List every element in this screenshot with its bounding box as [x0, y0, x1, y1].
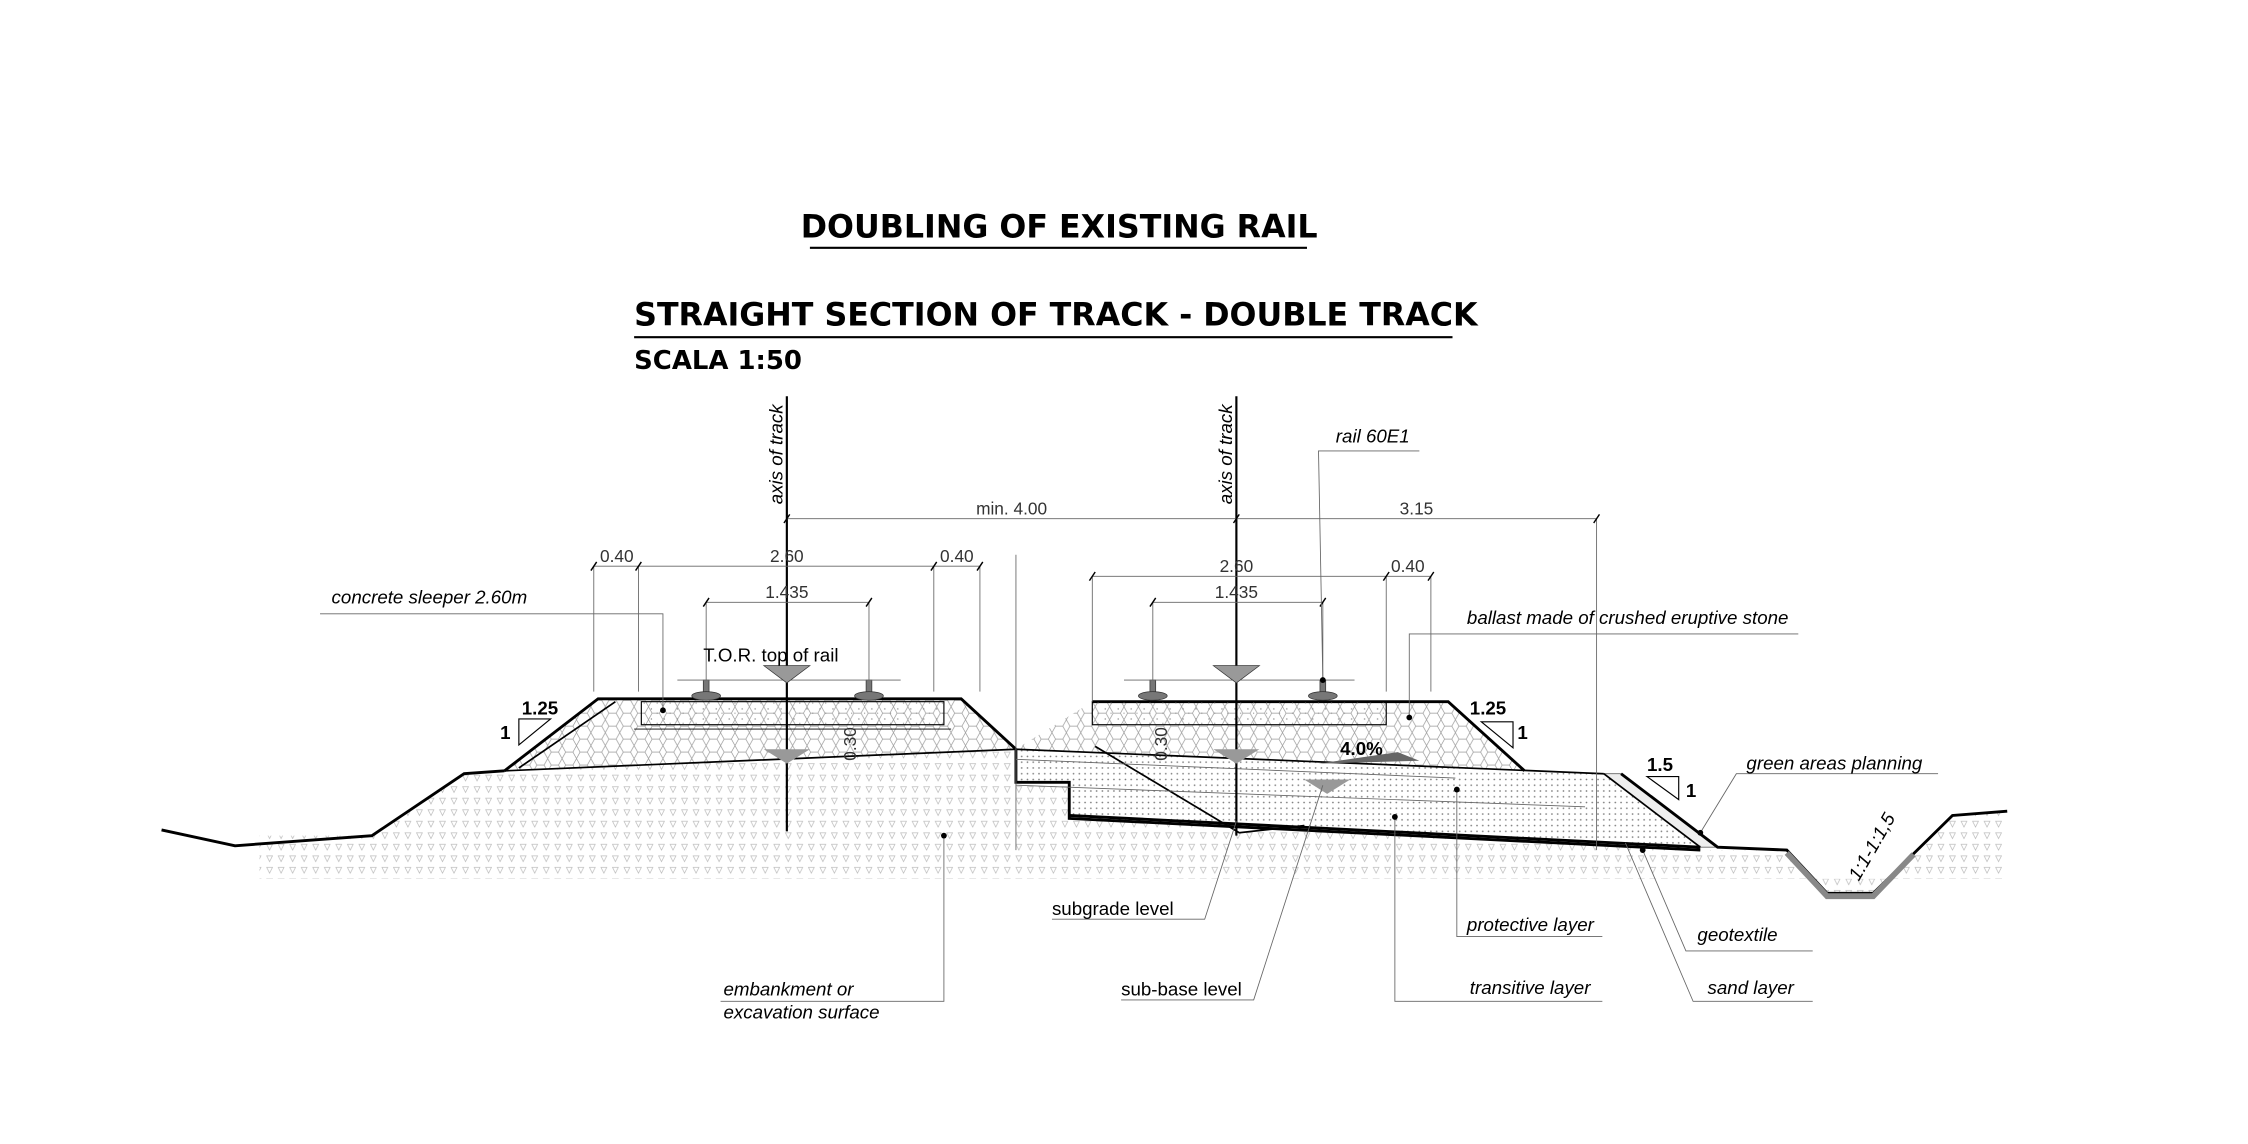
slope-right-v: 1 — [1517, 722, 1527, 743]
embankment-fill — [259, 749, 2003, 894]
sleeper-right — [1091, 701, 1387, 726]
label-protective: protective layer — [1466, 914, 1595, 935]
dim-left-shoulder2: 0.40 — [940, 546, 974, 566]
label-tor: T.O.R. top of rail — [703, 644, 838, 665]
main-title: DOUBLING OF EXISTING RAIL — [801, 210, 1318, 246]
subbase-marker — [1304, 779, 1351, 794]
level-marker-right — [1213, 749, 1260, 764]
ditch-slope-label: 1:1-1:1,5 — [1844, 809, 1899, 884]
slope-left-h: 1.25 — [522, 698, 558, 719]
label-subbase: sub-base level — [1121, 979, 1242, 1000]
sleeper-left — [640, 701, 945, 726]
dim-right-sleeper: 2.60 — [1220, 556, 1254, 576]
dim-left-sleeper: 2.60 — [770, 546, 804, 566]
label-subgrade: subgrade level — [1052, 898, 1174, 919]
label-sand: sand layer — [1708, 977, 1795, 998]
label-transitive: transitive layer — [1470, 977, 1591, 998]
dim-left-gauge: 1.435 — [765, 582, 808, 602]
tor-marker-right — [1212, 665, 1261, 684]
label-embankment-2: excavation surface — [723, 1002, 879, 1023]
scale-label: SCALA 1:50 — [634, 346, 802, 376]
dim-track-spacing: min. 4.00 — [976, 498, 1047, 518]
dim-right-depth: 0.30 — [1151, 727, 1171, 761]
slope-embank-v: 1 — [1686, 780, 1696, 801]
dim-left-shoulder: 0.40 — [600, 546, 634, 566]
label-green-areas: green areas planning — [1746, 752, 1922, 773]
slope-left-v: 1 — [500, 722, 510, 743]
label-rail: rail 60E1 — [1336, 425, 1410, 446]
label-concrete-sleeper: concrete sleeper 2.60m — [332, 587, 528, 608]
rail-icons — [691, 679, 1338, 701]
label-embankment-1: embankment or — [723, 979, 854, 1000]
slope-right-h: 1.25 — [1470, 698, 1506, 719]
crossfall-arrow — [1318, 752, 1420, 764]
slope-embank-h: 1.5 — [1647, 754, 1673, 775]
level-marker-left — [763, 749, 810, 764]
label-geotextile: geotextile — [1697, 924, 1777, 945]
label-ballast: ballast made of crushed eruptive stone — [1467, 607, 1789, 628]
dim-right-gauge: 1.435 — [1215, 582, 1258, 602]
tor-marker-left — [762, 665, 811, 684]
section-title: STRAIGHT SECTION OF TRACK - DOUBLE TRACK — [634, 298, 1479, 334]
dim-left-depth: 0.30 — [840, 727, 860, 761]
crossfall-label: 4.0% — [1340, 738, 1383, 759]
dim-right-offset: 3.15 — [1400, 498, 1434, 518]
axis-label-right: axis of track — [1215, 403, 1236, 505]
ditch-lining — [1784, 850, 1916, 900]
dim-right-shoulder: 0.40 — [1391, 556, 1425, 576]
axis-label-left: axis of track — [766, 403, 787, 505]
